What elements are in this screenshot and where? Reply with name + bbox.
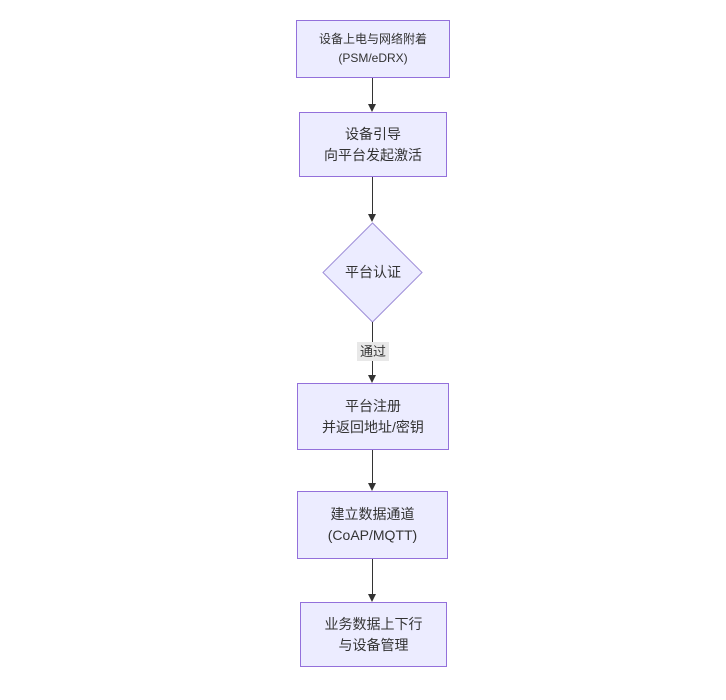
arrowhead-icon xyxy=(368,214,376,222)
arrowhead-icon xyxy=(368,594,376,602)
node-data-channel: 建立数据通道 (CoAP/MQTT) xyxy=(297,491,448,559)
edge-line xyxy=(372,450,374,484)
node-business-data: 业务数据上下行 与设备管理 xyxy=(300,602,447,667)
node-label-line: 与设备管理 xyxy=(338,636,409,653)
edge-label: 通过 xyxy=(356,342,390,361)
arrowhead-icon xyxy=(368,375,376,383)
node-register: 平台注册 并返回地址/密钥 xyxy=(297,383,449,450)
node-label-line: 向平台发起激活 xyxy=(324,146,422,163)
node-label-line: 业务数据上下行 xyxy=(324,615,423,632)
node-label-line: 平台认证 xyxy=(345,264,401,280)
edge-line xyxy=(372,177,374,215)
node-label-line: 并返回地址/密钥 xyxy=(322,418,424,435)
edge-line xyxy=(372,559,374,595)
node-bootstrap: 设备引导 向平台发起激活 xyxy=(299,112,447,177)
node-label-line: 建立数据通道 xyxy=(330,506,415,522)
node-label-line: 平台注册 xyxy=(345,397,401,414)
node-label-line: 设备引导 xyxy=(345,125,401,142)
arrowhead-icon xyxy=(368,104,376,112)
edge-line xyxy=(372,78,374,105)
node-label-line: (CoAP/MQTT) xyxy=(327,527,418,543)
arrowhead-icon xyxy=(368,483,376,491)
node-power-on: 设备上电与网络附着 (PSM/eDRX) xyxy=(296,20,450,78)
node-label-line: (PSM/eDRX) xyxy=(338,51,408,65)
node-label-line: 设备上电与网络附着 xyxy=(318,32,427,46)
